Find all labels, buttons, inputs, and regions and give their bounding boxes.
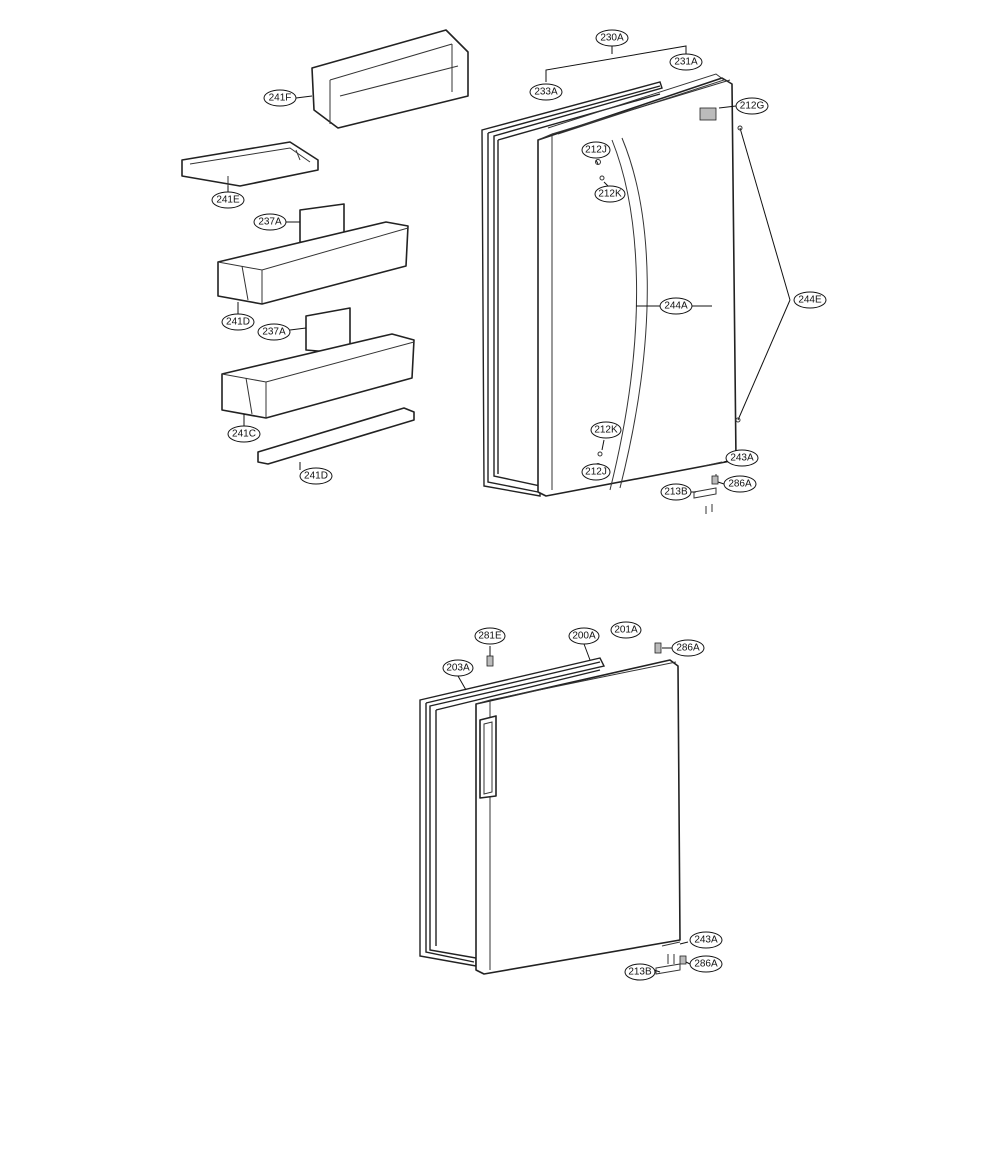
svg-text:237A: 237A [258,217,282,228]
svg-text:241E: 241E [216,195,240,206]
callout-243a-1: 243A [725,449,759,467]
callout-241d-2: 241D [299,467,333,485]
svg-text:241C: 241C [232,429,256,440]
callout-237a-2: 237A [257,323,291,341]
callout-286a-2: 286A [671,639,705,657]
lower-hinge-parts-2 [655,941,687,975]
callout-leaders [227,38,737,973]
svg-text:212K: 212K [598,189,622,200]
svg-text:243A: 243A [694,935,718,946]
callout-212j-2: 212J [581,463,611,481]
callout-244a: 244A [659,297,693,315]
svg-text:233A: 233A [534,87,558,98]
svg-text:203A: 203A [446,663,470,674]
svg-text:286A: 286A [676,643,700,654]
callout-237a-1: 237A [253,213,287,231]
svg-text:244E: 244E [798,295,822,306]
bin-241d-drawing [217,221,409,305]
tray-241e-drawing [181,141,319,187]
svg-text:212K: 212K [594,425,618,436]
leader-230a-bracket [545,45,687,82]
callout-203a: 203A [442,659,474,677]
callout-286a-1: 286A [723,475,757,493]
svg-text:281E: 281E [478,631,502,642]
svg-text:230A: 230A [600,33,624,44]
svg-text:237A: 237A [262,327,286,338]
refrigerator-door-drawing [537,73,737,497]
callout-230a: 230A [595,29,629,47]
callout-201a: 201A [610,621,642,639]
lower-hinge-parts-1 [693,461,723,514]
svg-text:286A: 286A [728,479,752,490]
callout-212j-1: 212J [581,141,611,159]
svg-text:212J: 212J [585,145,607,156]
callout-243a-2: 243A [689,931,723,949]
svg-text:241F: 241F [269,93,292,104]
callout-286a-3: 286A [689,955,723,973]
svg-text:212G: 212G [740,101,765,112]
svg-text:201A: 201A [614,625,638,636]
callout-244e: 244E [793,291,827,309]
callout-213b-1: 213B [660,483,692,501]
freezer-door-gasket-drawing [419,657,606,967]
bar-241d-drawing [257,407,415,465]
svg-text:243A: 243A [730,453,754,464]
callout-212g: 212G [735,97,769,115]
svg-text:200A: 200A [572,631,596,642]
svg-text:213B: 213B [664,487,688,498]
callout-233a: 233A [529,83,563,101]
callout-241f: 241F [263,89,297,107]
callout-231a: 231A [669,53,703,71]
callout-241e: 241E [211,191,245,209]
callout-212k-2: 212K [590,421,622,439]
callout-200a: 200A [568,627,600,645]
svg-text:241D: 241D [304,471,328,482]
svg-text:212J: 212J [585,467,607,478]
svg-text:241D: 241D [226,317,250,328]
callout-213b-2: 213B [624,963,656,981]
svg-text:286A: 286A [694,959,718,970]
door-gasket-drawing [481,81,663,497]
svg-text:231A: 231A [674,57,698,68]
wire-244e-drawing [735,125,791,423]
svg-text:213B: 213B [628,967,652,978]
bin-241c-drawing [221,333,415,419]
callout-241c: 241C [227,425,261,443]
callout-212k-1: 212K [594,185,626,203]
svg-text:244A: 244A [664,301,688,312]
callout-241d-1: 241D [221,313,255,331]
callout-281e: 281E [474,627,506,645]
freezer-door-drawing [475,642,681,975]
bin-241f-drawing [311,29,469,129]
